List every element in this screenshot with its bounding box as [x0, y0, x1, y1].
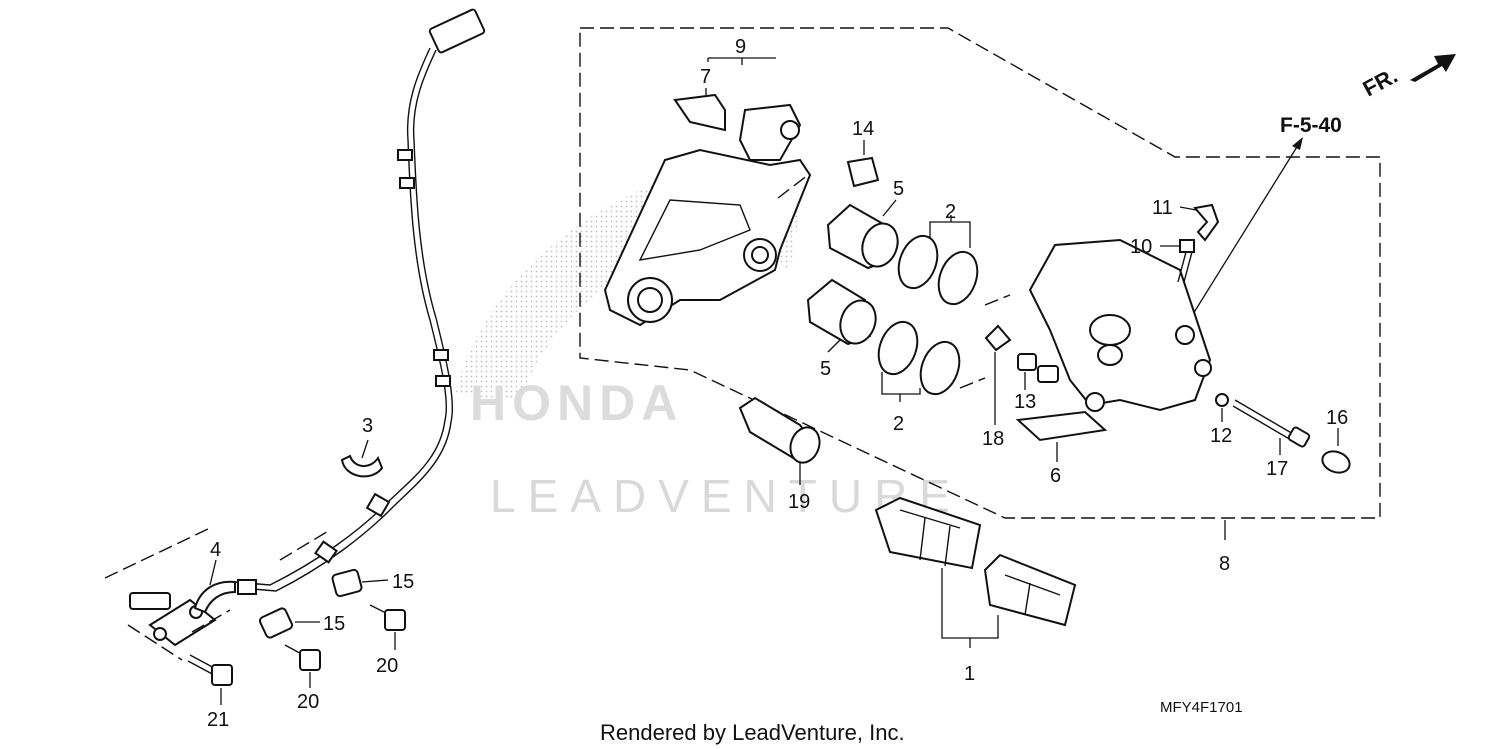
callout-8[interactable]: 8 [1219, 553, 1230, 575]
piston-part[interactable] [806, 278, 881, 348]
callout-21[interactable]: 21 [207, 709, 229, 731]
arrow-icon [1410, 54, 1456, 82]
sensor-bracket-part[interactable] [738, 103, 802, 161]
callout-7[interactable]: 7 [700, 66, 711, 88]
pin-plug-part[interactable] [1319, 448, 1352, 476]
harness-clip-part[interactable] [340, 454, 384, 478]
honda-watermark-text: HONDA [470, 375, 683, 431]
clip-part[interactable] [673, 93, 726, 132]
caliper-body-part[interactable] [1028, 238, 1212, 412]
leadventure-watermark-text: LEADVENTURE [490, 470, 962, 522]
piston-part[interactable] [826, 203, 903, 271]
callout-13[interactable]: 13 [1014, 391, 1036, 413]
washer-part[interactable] [1215, 393, 1229, 407]
callout-5[interactable]: 5 [820, 358, 831, 380]
callout-1[interactable]: 1 [964, 663, 975, 685]
callout-5[interactable]: 5 [893, 178, 904, 200]
speed-sensor-harness [204, 8, 486, 601]
grommet-icon [365, 492, 391, 518]
caliper-assembly-boundary [579, 27, 1381, 519]
piston-seal-set-part[interactable] [872, 316, 966, 399]
caliper-bracket-part[interactable] [603, 148, 812, 327]
callout-4[interactable]: 4 [210, 539, 221, 561]
grommet-icon [314, 540, 338, 564]
brake-pad-set-part[interactable] [874, 496, 1077, 627]
wheel-speed-sensor-part[interactable] [129, 580, 236, 647]
bracket-bolt-part[interactable] [846, 156, 880, 188]
callout-11[interactable]: 11 [1152, 197, 1173, 219]
front-direction-indicator: FR. [1359, 54, 1456, 101]
render-credit: Rendered by LeadVenture, Inc. [600, 720, 905, 745]
reference-label[interactable]: F-5-40 [1280, 114, 1342, 137]
reference-leader [1179, 141, 1301, 336]
piston-seal-set-part[interactable] [892, 230, 984, 309]
callout-9[interactable]: 9 [735, 36, 746, 58]
pin-boot-part[interactable] [984, 324, 1012, 352]
callout-15[interactable]: 15 [392, 571, 414, 593]
pad-pin-part[interactable] [1232, 399, 1311, 448]
grommet-icon [397, 149, 413, 161]
bleeder-cap-part[interactable] [1193, 203, 1220, 242]
clamp-bolt-part[interactable] [369, 604, 406, 631]
callout-20[interactable]: 20 [297, 691, 319, 713]
slide-sleeve-part[interactable] [738, 396, 824, 467]
callout-15[interactable]: 15 [323, 613, 345, 635]
harness-clamp-part[interactable] [258, 607, 294, 639]
callout-2[interactable]: 2 [893, 413, 904, 435]
pad-spring-part[interactable] [1015, 410, 1108, 442]
diagram-code: MFY4F1701 [1160, 699, 1243, 716]
callout-6[interactable]: 6 [1050, 465, 1061, 487]
harness-clamp-part[interactable] [331, 568, 363, 598]
callout-labels: 9 7 14 5 2 11 10 5 2 13 18 6 12 17 16 3 … [207, 36, 1348, 731]
grommet-icon [435, 375, 451, 387]
callout-14[interactable]: 14 [852, 118, 874, 140]
callout-17[interactable]: 17 [1266, 458, 1288, 480]
clamp-bolt-part[interactable] [284, 644, 321, 671]
callout-16[interactable]: 16 [1326, 407, 1348, 429]
bleeder-screw-part[interactable] [1177, 239, 1195, 283]
callout-18[interactable]: 18 [982, 428, 1004, 450]
callout-12[interactable]: 12 [1210, 425, 1232, 447]
connector-icon [428, 8, 486, 54]
arrow-icon [1292, 137, 1303, 150]
callout-19[interactable]: 19 [788, 491, 810, 513]
callout-10[interactable]: 10 [1130, 236, 1152, 258]
grommet-icon [399, 177, 415, 189]
callout-20[interactable]: 20 [376, 655, 398, 677]
grommet-icon [237, 579, 257, 595]
sensor-bolt-part[interactable] [187, 654, 233, 686]
front-direction-label: FR. [1359, 63, 1402, 102]
callout-3[interactable]: 3 [362, 415, 373, 437]
grommet-icon [433, 349, 449, 361]
callout-2[interactable]: 2 [945, 201, 956, 223]
slide-pin-part[interactable] [1017, 353, 1059, 383]
